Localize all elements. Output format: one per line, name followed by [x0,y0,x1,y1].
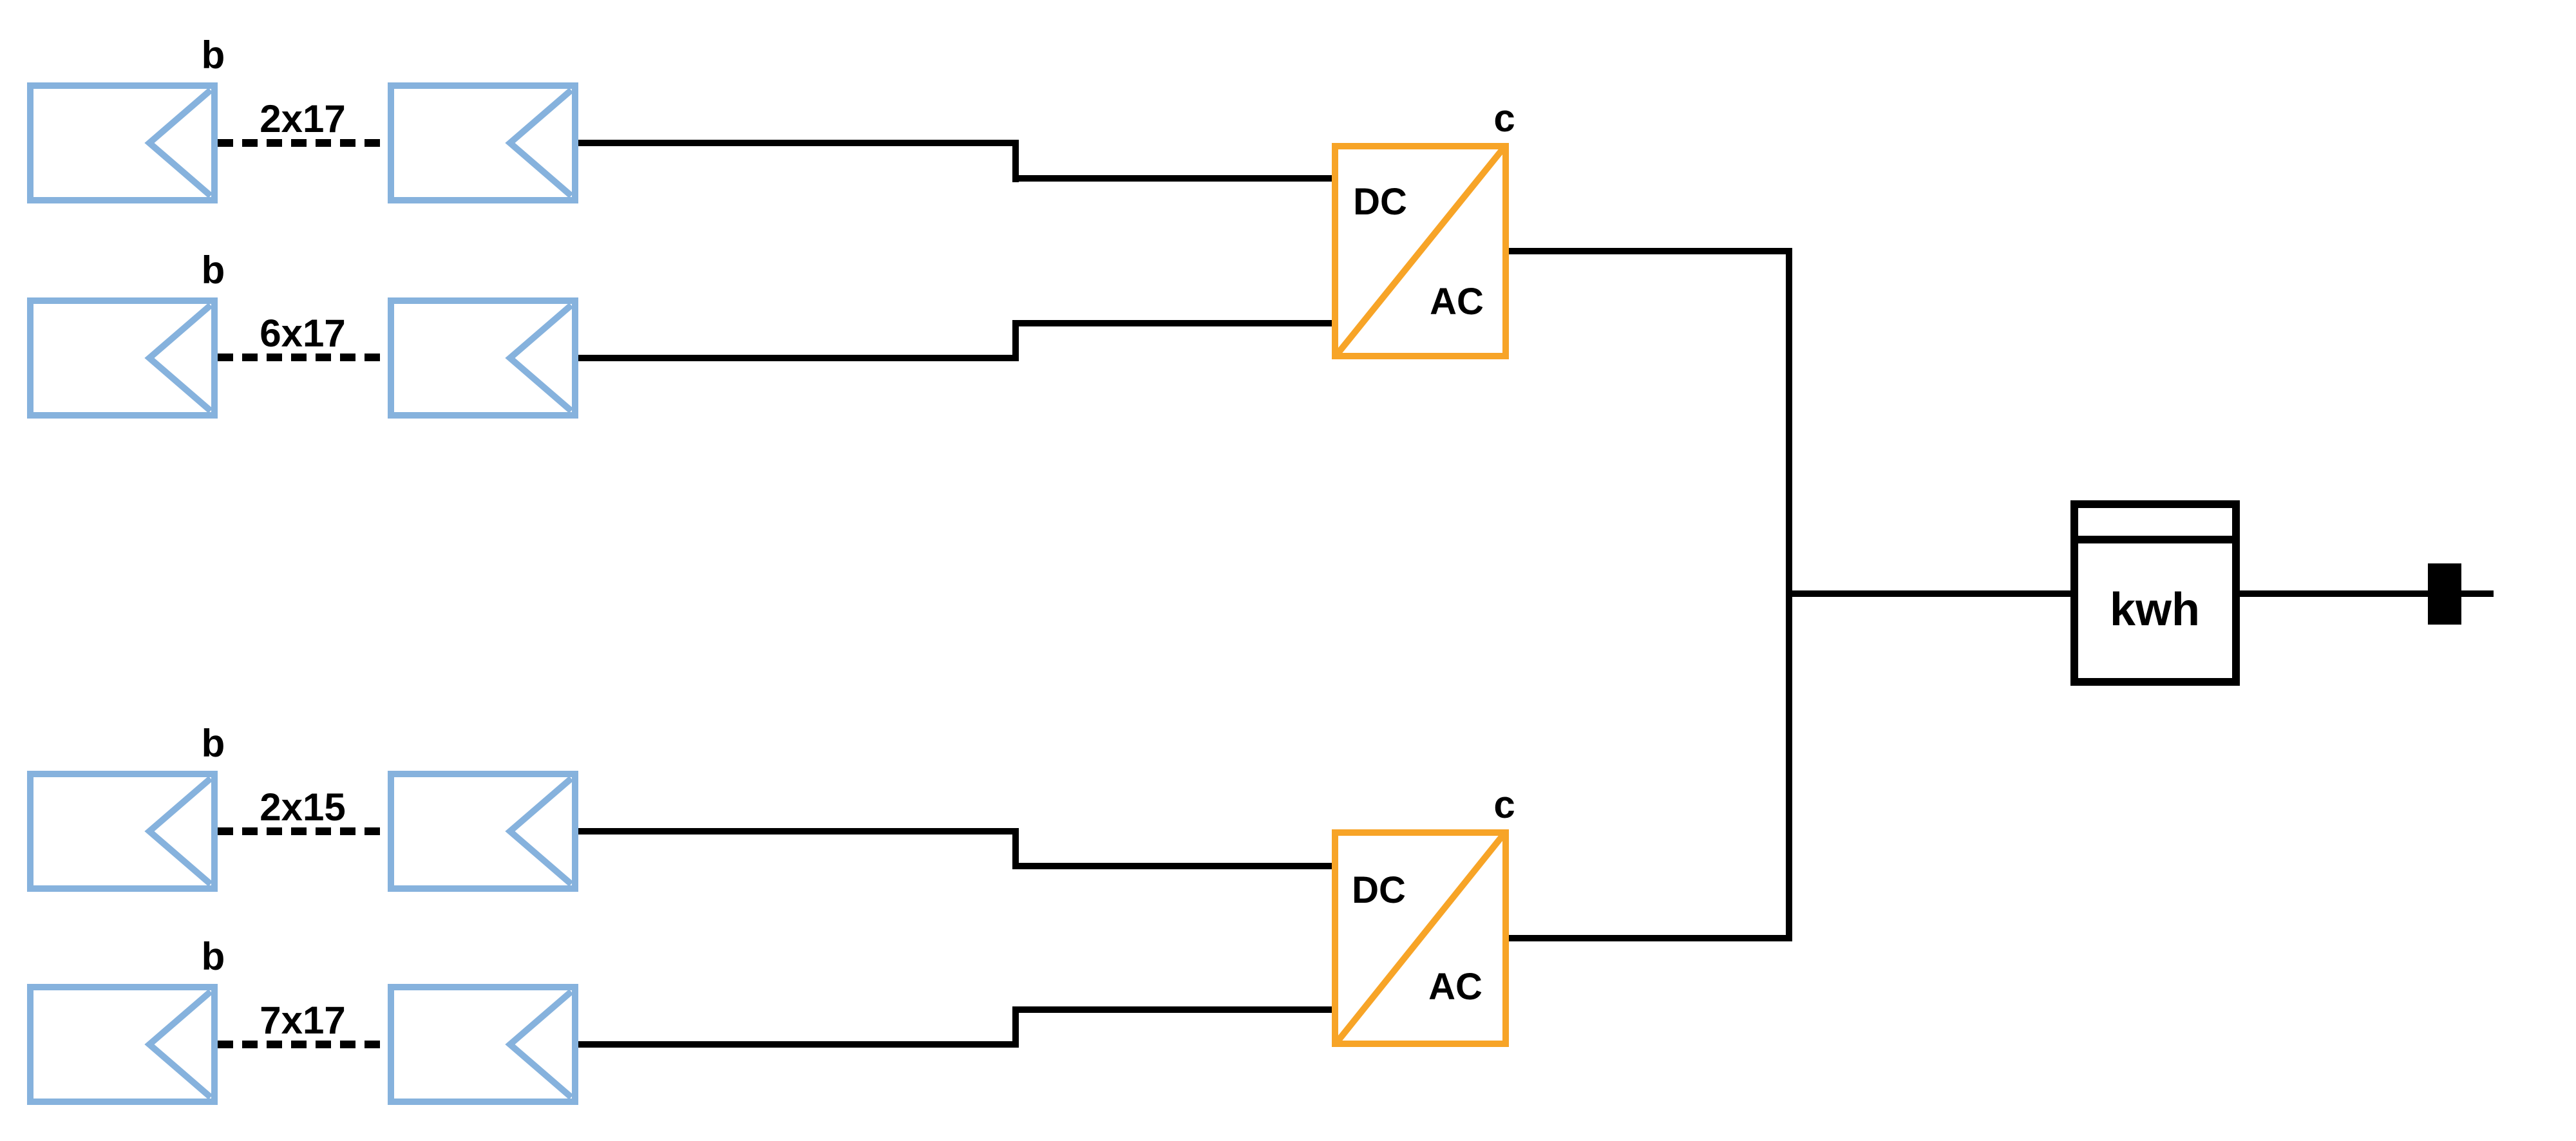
dc-wire-segment [1012,1006,1332,1013]
pv-string-symbol [388,984,578,1105]
dc-wire-jog [1012,1006,1019,1048]
dc-wire-segment [578,355,1019,361]
ac-output-wire [1509,935,1789,941]
string-size-label: 2x15 [260,786,346,829]
string-size-label: 2x17 [260,97,346,140]
inverter-2: DC AC c [1332,786,1515,1047]
inverter-node-label: c [1493,783,1515,826]
pv-string-outline [388,82,578,203]
inverter-1: DC AC c [1332,99,1515,359]
dc-side-label: DC [1353,181,1407,223]
dc-side-label: DC [1352,869,1406,911]
ac-output-wire [1509,248,1789,254]
pv-string-outline [27,984,218,1105]
inverter-diagonal [1333,831,1508,1046]
grid-connection-terminal [2428,563,2461,625]
chevron-left-icon [505,989,574,1100]
chevron-left-icon [144,989,213,1100]
dc-wire-segment [1012,175,1332,182]
string-link-dashed-wire [218,139,388,147]
dc-ac-converter-symbol [1332,829,1509,1047]
pv-string-symbol [27,82,218,203]
dc-ac-converter-symbol [1332,143,1509,359]
string-node-label: b [201,33,225,77]
grid-tail-wire [2461,590,2494,597]
pv-string-symbol [388,82,578,203]
pv-string-symbol [27,771,218,892]
pv-string-symbol [27,297,218,419]
string-size-label: 7x17 [260,999,346,1042]
string-node-label: b [201,935,225,978]
energy-meter: kwh [2070,500,2240,686]
pv-string-outline [388,984,578,1105]
dc-wire-segment [1012,863,1332,869]
pv-string-outline [27,771,218,892]
pv-string-symbol [388,771,578,892]
meter-divider [2078,536,2232,543]
dc-wire-segment [578,1041,1019,1048]
string-node-label: b [201,249,225,292]
dc-wire-segment [578,828,1019,835]
inverter-node-label: c [1493,97,1515,140]
dc-wire-jog [1012,140,1019,182]
string-link-dashed-wire [218,1041,388,1048]
string-link-dashed-wire [218,354,388,361]
pv-string-symbol [388,297,578,419]
string-size-label: 6x17 [260,312,346,355]
chevron-left-icon [505,776,574,887]
pv-string-outline [388,771,578,892]
meter-output-wire [2240,590,2428,597]
chevron-left-icon [505,88,574,198]
dc-wire-jog [1012,828,1019,869]
chevron-left-icon [144,776,213,887]
dc-wire-segment [1012,320,1332,326]
string-link-dashed-wire [218,827,388,835]
chevron-left-icon [505,303,574,413]
meter-label: kwh [2109,584,2201,636]
chevron-left-icon [144,303,213,413]
pv-string-symbol [27,984,218,1105]
ac-side-label: AC [1430,281,1484,323]
inverter-diagonal [1333,144,1508,358]
pv-string-outline [27,297,218,419]
string-node-label: b [201,722,225,765]
pv-string-outline [388,297,578,419]
dc-wire-segment [578,140,1019,146]
ac-side-label: AC [1428,966,1482,1008]
feeder-wire [1786,590,2070,597]
pv-string-outline [27,82,218,203]
dc-wire-jog [1012,320,1019,361]
chevron-left-icon [144,88,213,198]
